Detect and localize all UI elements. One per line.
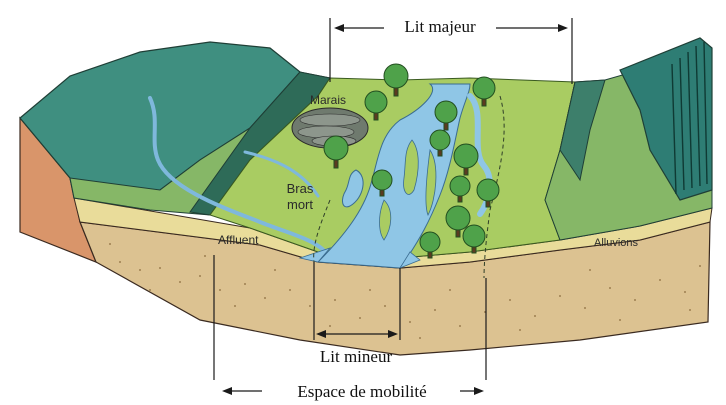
- label-affluent: Affluent: [218, 233, 259, 247]
- label-lit-majeur: Lit majeur: [404, 17, 476, 36]
- label-marais: Marais: [310, 93, 346, 107]
- label-alluvions: Alluvions: [594, 237, 639, 249]
- label-bras-mort-line1: Bras: [287, 181, 314, 196]
- label-espace-mobilite: Espace de mobilité: [297, 382, 426, 401]
- label-lit-mineur: Lit mineur: [320, 347, 393, 366]
- label-bras-mort-line2: mort: [287, 197, 313, 212]
- right-hills: [545, 38, 712, 240]
